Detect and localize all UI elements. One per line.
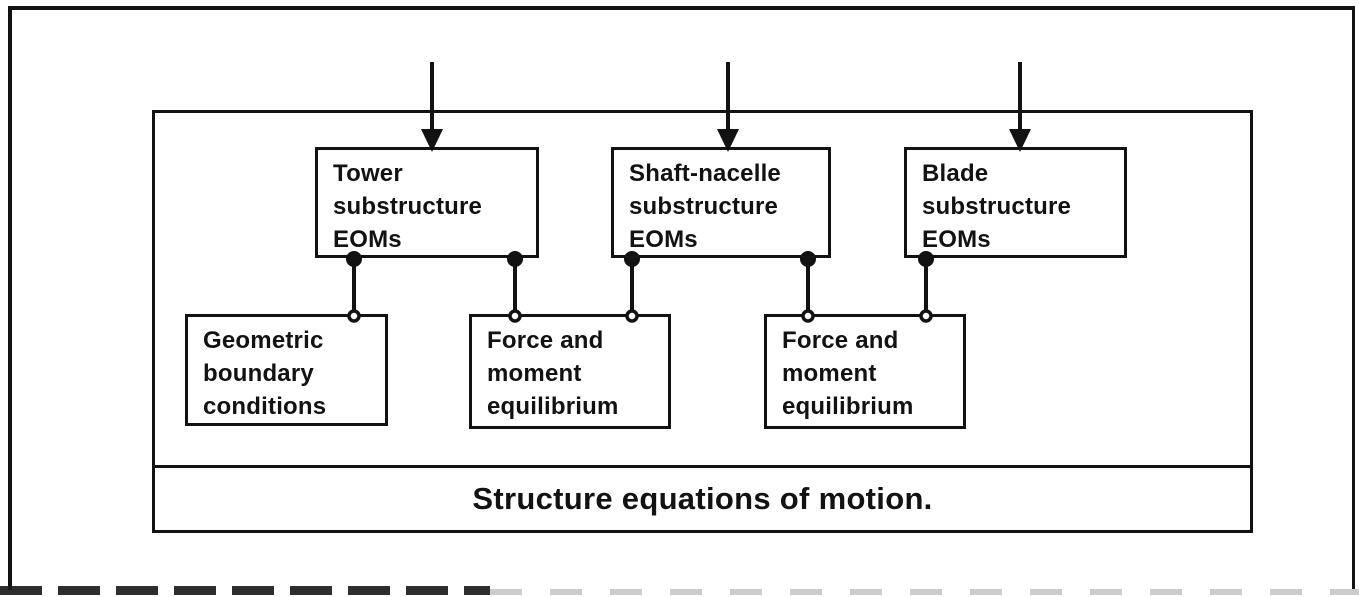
box-blade-substructure-eoms: Blade substructure EOMs [904, 147, 1127, 258]
footer-band: Structure equations of motion. [152, 465, 1253, 533]
box-force-moment-equilibrium-2: Force and moment equilibrium [764, 314, 966, 429]
box-geometric-boundary-conditions: Geometric boundary conditions [185, 314, 388, 426]
outer-frame [8, 6, 1355, 590]
box-label: Force and moment equilibrium [782, 327, 914, 420]
box-label: Shaft-nacelle substructure EOMs [629, 160, 781, 253]
scan-artifact-strip-right [490, 589, 1359, 595]
box-label: Geometric boundary conditions [203, 327, 327, 420]
box-label: Tower substructure EOMs [333, 160, 483, 253]
box-force-moment-equilibrium-1: Force and moment equilibrium [469, 314, 671, 429]
scan-artifact-strip-left [0, 586, 490, 595]
box-label: Blade substructure EOMs [922, 160, 1072, 253]
footer-label: Structure equations of motion. [472, 481, 933, 516]
box-tower-substructure-eoms: Tower substructure EOMs [315, 147, 539, 258]
box-label: Force and moment equilibrium [487, 327, 619, 420]
box-shaft-nacelle-substructure-eoms: Shaft-nacelle substructure EOMs [611, 147, 831, 258]
